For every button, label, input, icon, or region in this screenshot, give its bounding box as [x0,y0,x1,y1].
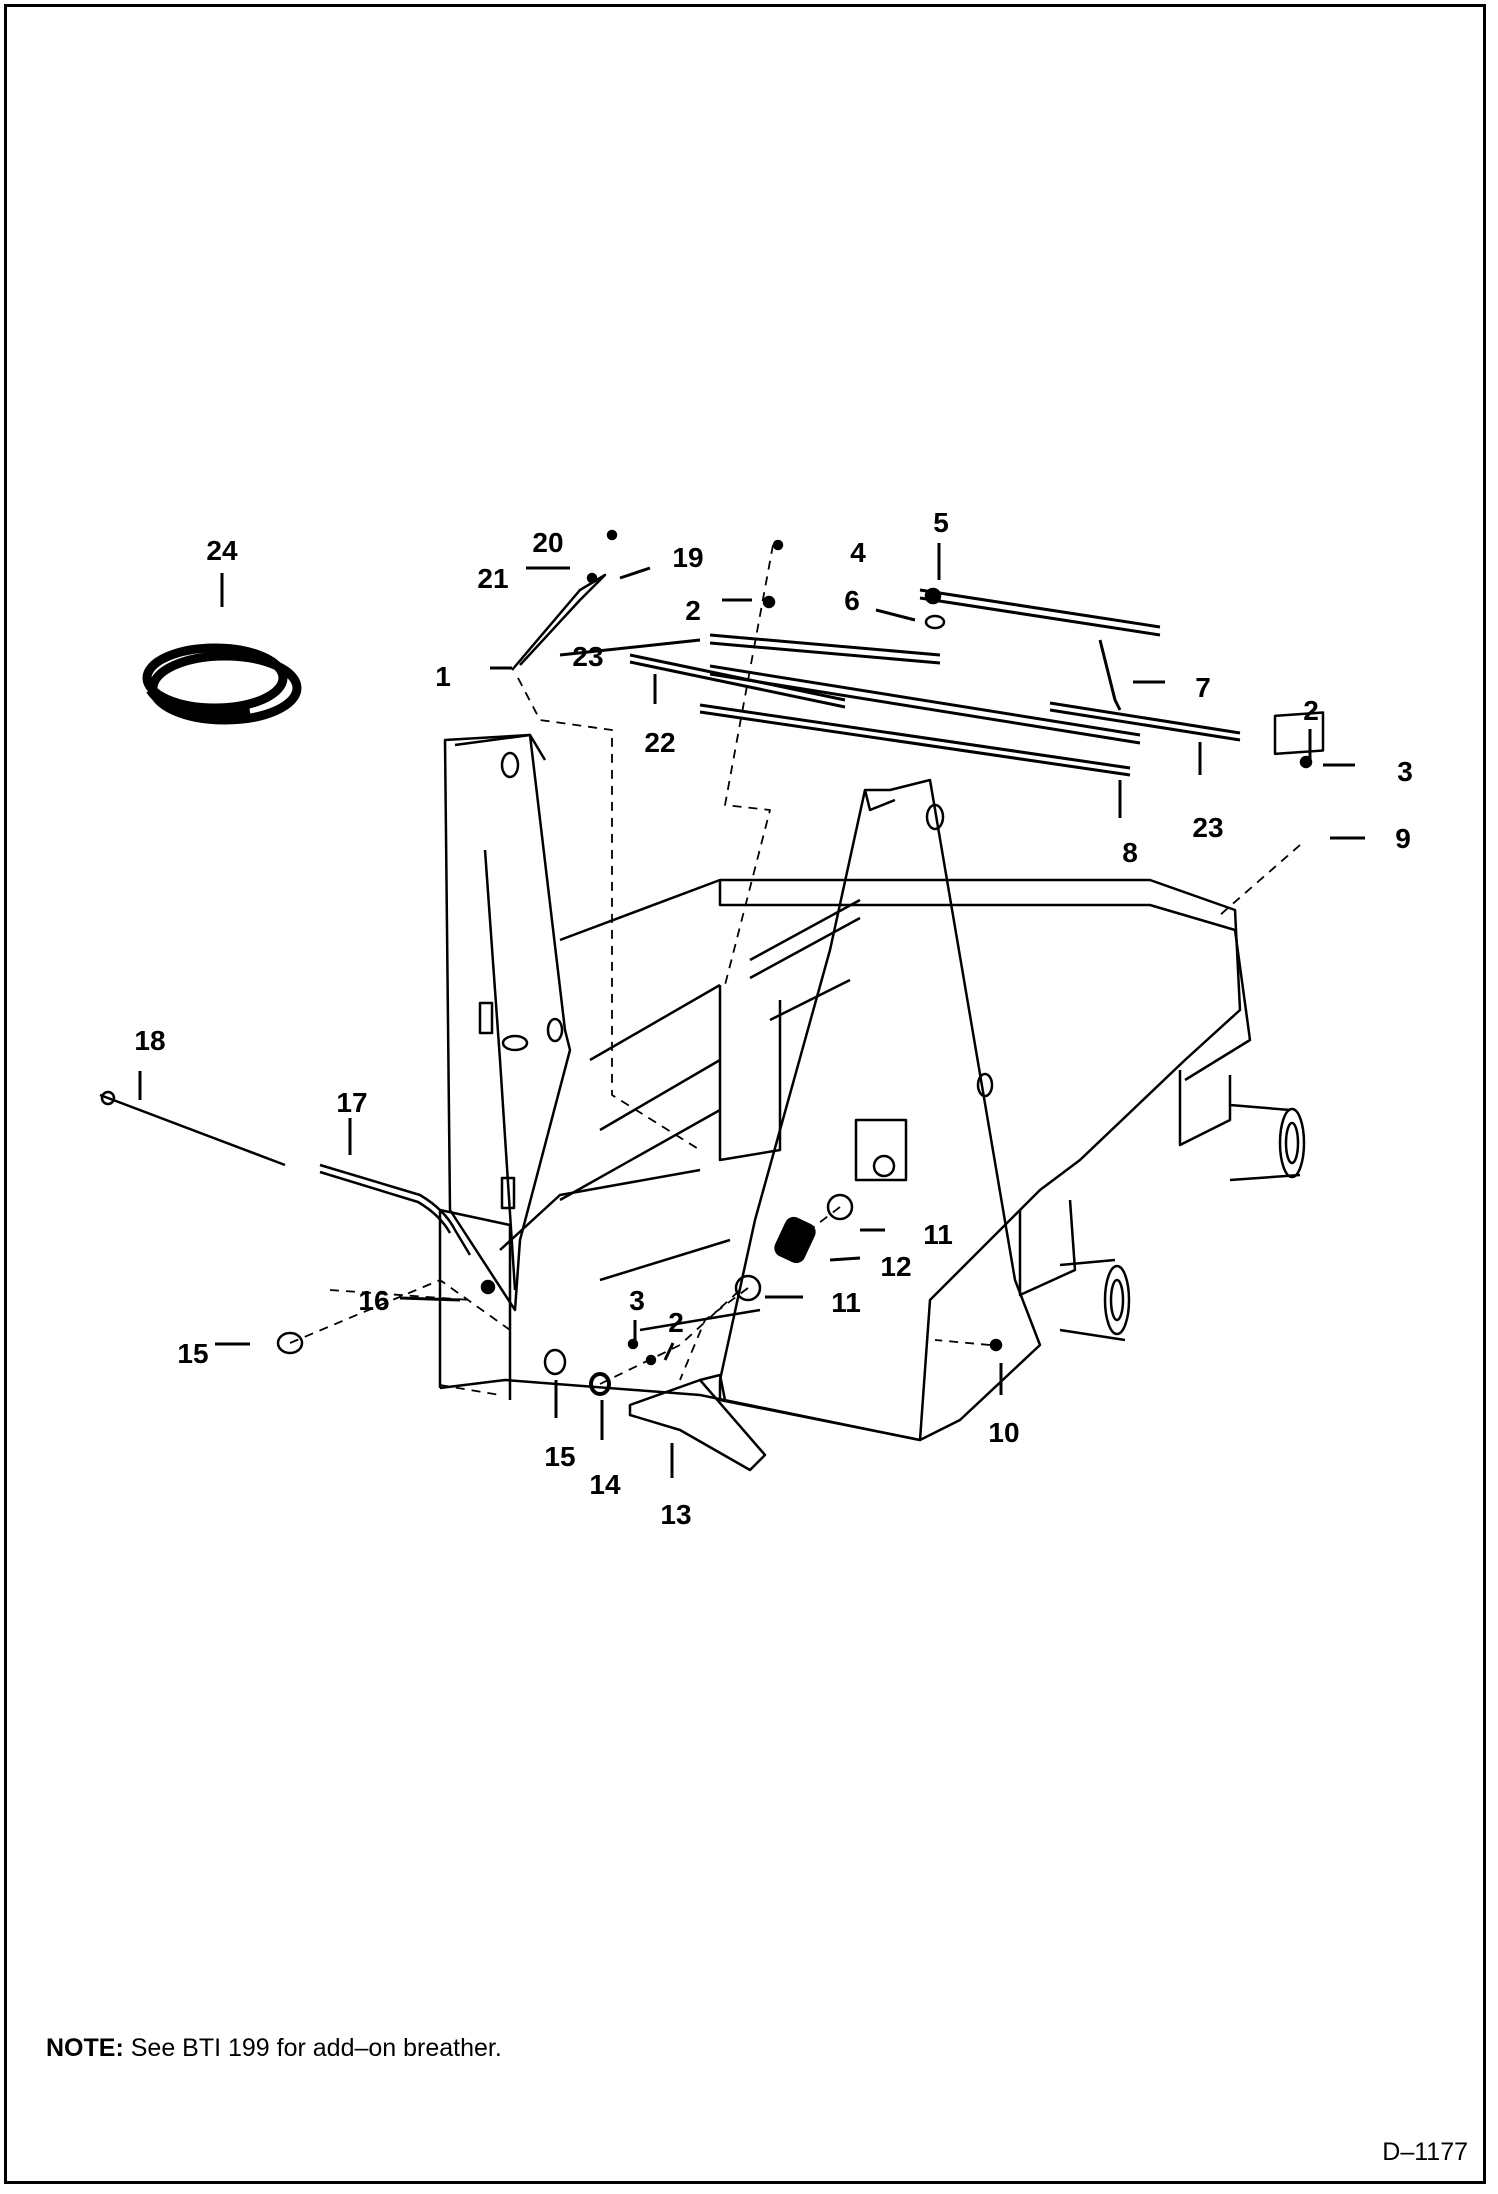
callout-14: 14 [589,1469,621,1500]
callout-leaders [138,543,1365,1478]
dipstick-part [511,573,607,671]
callout-2: 2 [685,595,701,626]
footer-note: NOTE: See BTI 199 for add–on breather. [46,2034,502,2063]
callout-7: 7 [1195,672,1211,703]
callout-24: 24 [206,535,238,566]
callout-2: 2 [1303,695,1319,726]
callout-15: 15 [544,1441,575,1472]
note-label: NOTE: [46,2034,124,2062]
callout-13: 13 [660,1499,691,1530]
left-upright-panel [443,733,572,1312]
callout-20: 20 [532,527,563,558]
callout-5: 5 [933,507,949,538]
leader-dashes [289,544,1301,1396]
chassis-frame [438,733,1306,1442]
callout-19: 19 [672,542,703,573]
callout-8: 8 [1122,837,1138,868]
callout-21: 21 [477,563,508,594]
callout-3: 3 [1397,756,1413,787]
callout-2: 2 [668,1307,684,1338]
hose-coil-part [142,643,302,725]
callout-17: 17 [336,1087,367,1118]
callout-15: 15 [177,1338,208,1369]
callout-9: 9 [1395,823,1411,854]
callout-10: 10 [988,1417,1019,1448]
callout-22: 22 [644,727,675,758]
lever-arms-assembly [629,588,1241,777]
note-text: See BTI 199 for add–on breather. [130,2034,502,2062]
right-upright-panel [718,778,1042,1442]
callout-23: 23 [1192,812,1223,843]
callout-11: 11 [923,1219,953,1250]
callout-12: 12 [880,1251,911,1282]
pedal-part [628,1378,767,1472]
callout-4: 4 [850,537,866,568]
drawing-border [4,4,1486,2184]
callout-6: 6 [844,585,860,616]
callout-3: 3 [629,1285,645,1316]
callout-1: 1 [435,661,451,692]
hardware-parts [99,529,1325,1472]
callout-11: 11 [831,1287,861,1318]
callout-16: 16 [358,1285,389,1316]
callout-18: 18 [134,1025,165,1056]
drawing-code: D–1177 [1382,2138,1468,2166]
breather-cap-part [1273,711,1325,756]
callout-23: 23 [572,641,603,672]
